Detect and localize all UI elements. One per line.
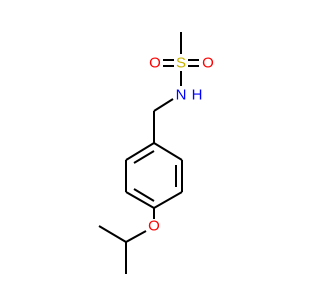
ring-bond-3 [153,191,183,209]
amine-nitrogen-label: N [176,87,187,104]
sulfonyl-oxygen-left-label: O [149,55,161,72]
molecule-structure-diagram: S O O N H O [98,32,214,274]
ether-oxygen-label: O [148,218,160,235]
bond-layer [98,32,199,274]
ring-double-bond-top-left [133,150,155,164]
ring-bond-6 [125,142,155,161]
sulfonyl-oxygen-right-label: O [202,55,214,72]
sulfur-atom-label: S [176,55,186,72]
atom-label-layer: S O O N H O [148,55,214,235]
bond-nitrogen-methylene [153,98,174,112]
ring-bond-4 [125,191,155,209]
bond-isopropyl-methyl-left [98,225,127,243]
ring-bond-1 [153,142,183,161]
bond-ether-oxygen-isopropyl [125,230,147,243]
amine-hydrogen-label: H [192,87,203,104]
ring-double-bond-bottom-left [133,188,155,202]
